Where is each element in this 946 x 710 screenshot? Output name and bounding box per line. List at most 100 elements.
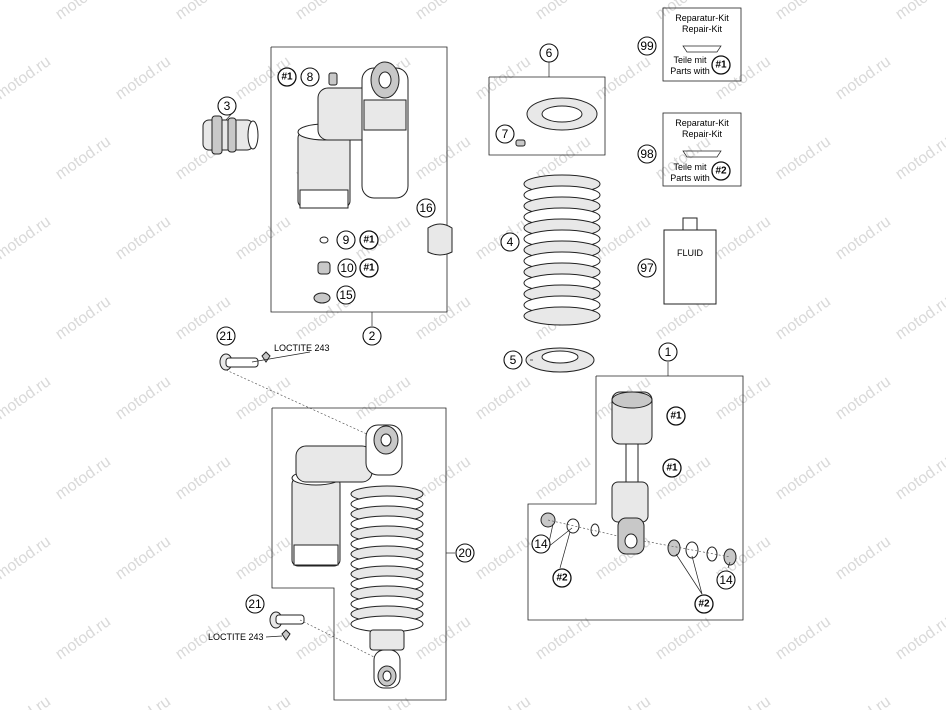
callout-14-right: 14 — [719, 573, 733, 587]
right-bushings — [643, 539, 737, 566]
watermark-text: motod.ru — [233, 693, 294, 710]
callout-14-left-circle — [531, 534, 551, 554]
part-8-bleed-screw — [328, 72, 338, 86]
full-shock-assembly — [291, 424, 424, 689]
watermark-text: motod.ru — [653, 613, 714, 663]
part-reservoir-top — [297, 61, 409, 209]
fluid-label: FLUID — [677, 248, 704, 258]
callout-layer: 1234567891014141516202121979899#1#1#1#1#… — [216, 36, 736, 614]
callout-1-circle — [658, 342, 678, 362]
ref-right-kit-2-circle — [694, 594, 714, 614]
callout-10: 10 — [340, 261, 354, 275]
callout-1: 1 — [665, 345, 672, 359]
watermark-text: motod.ru — [833, 53, 894, 103]
watermark-text: motod.ru — [53, 0, 114, 23]
callout-4: 4 — [507, 235, 514, 249]
watermark-text: motod.ru — [893, 0, 946, 23]
lower-bolt-21: LOCTITE 243 — [208, 611, 305, 642]
watermark-text: motod.ru — [533, 453, 594, 503]
callout-7-circle — [495, 124, 515, 144]
callout-8: 8 — [307, 70, 314, 84]
watermark-text: motod.ru — [0, 373, 54, 423]
watermark-text: motod.ru — [833, 213, 894, 263]
watermark-text: motod.ru — [53, 293, 114, 343]
watermark-text: motod.ru — [473, 373, 534, 423]
callout-9-circle — [336, 230, 356, 250]
kit-1-box: Reparatur-Kit Repair-Kit Teile mit Parts… — [662, 7, 742, 82]
watermark-text: motod.ru — [593, 53, 654, 103]
callout-99-circle — [637, 36, 657, 56]
kit-1-ref: #1 — [715, 60, 727, 71]
ref-9-kit-1: #1 — [363, 235, 375, 246]
watermark-text: motod.ru — [893, 293, 946, 343]
callout-14-right-circle — [716, 570, 736, 590]
callout-3-circle — [217, 96, 237, 116]
kit-2-line3: Teile mit — [673, 162, 707, 172]
callout-5: 5 — [510, 353, 517, 367]
watermark-text: motod.ru — [473, 533, 534, 583]
ref-9-kit-1-circle — [359, 230, 379, 250]
watermark-text: motod.ru — [653, 453, 714, 503]
callout-16-circle — [416, 198, 436, 218]
watermark-text: motod.ru — [593, 213, 654, 263]
callout-97: 97 — [640, 261, 654, 275]
loctite-label-lower: LOCTITE 243 — [208, 632, 264, 642]
part-4-spring — [523, 174, 601, 326]
watermark-text: motod.ru — [773, 453, 834, 503]
kit-2-box: Reparatur-Kit Repair-Kit Teile mit Parts… — [662, 112, 742, 187]
ref-rod-kit-1-circle — [662, 458, 682, 478]
watermark-text: motod.ru — [413, 293, 474, 343]
watermark-text: motod.ru — [353, 373, 414, 423]
damper-piston-rod — [611, 391, 653, 555]
part-16-clip — [427, 223, 453, 256]
ref-8-kit-1-circle — [277, 67, 297, 87]
kit-2-line1: Reparatur-Kit — [675, 118, 729, 128]
watermark-text: motod.ru — [353, 693, 414, 710]
ref-piston-kit-1-circle — [666, 406, 686, 426]
part-15-cap — [313, 292, 331, 304]
watermark-text: motod.ru — [233, 533, 294, 583]
watermark-text: motod.ru — [113, 373, 174, 423]
upper-bolt-21: LOCTITE 243 — [219, 343, 330, 371]
callout-6: 6 — [546, 46, 553, 60]
callout-5-circle — [503, 350, 523, 370]
watermark-text: motod.ru — [113, 213, 174, 263]
callout-9: 9 — [343, 233, 350, 247]
watermark-text: motod.ru — [473, 53, 534, 103]
callout-8-circle — [300, 67, 320, 87]
watermark-text: motod.ru — [0, 213, 54, 263]
callout-21-upper-circle — [216, 326, 236, 346]
callout-2: 2 — [369, 329, 376, 343]
kit-2-line2: Repair-Kit — [682, 129, 723, 139]
watermark-text: motod.ru — [413, 133, 474, 183]
callout-20-circle — [455, 543, 475, 563]
callout-98-circle — [637, 144, 657, 164]
watermark-text: motod.ru — [413, 613, 474, 663]
callout-99: 99 — [640, 39, 654, 53]
spring-coil — [523, 306, 601, 326]
part-10-valve — [317, 261, 331, 275]
callout-21-upper: 21 — [219, 329, 233, 343]
callout-2-circle — [362, 326, 382, 346]
watermark-text: motod.ru — [233, 213, 294, 263]
callout-7: 7 — [502, 127, 509, 141]
watermark-text: motod.ru — [473, 693, 534, 710]
ref-right-kit-2: #2 — [698, 599, 710, 610]
watermark-text: motod.ru — [113, 693, 174, 710]
watermark-text: motod.ru — [833, 373, 894, 423]
watermark-text: motod.ru — [773, 133, 834, 183]
kit-2-line4: Parts with — [670, 173, 710, 183]
watermark-text: motod.ru — [533, 613, 594, 663]
watermark-text: motod.ru — [833, 533, 894, 583]
kit-1-line1: Reparatur-Kit — [675, 13, 729, 23]
callout-15: 15 — [339, 288, 353, 302]
watermark-text: motod.ru — [773, 0, 834, 23]
watermark-text: motod.ru — [113, 533, 174, 583]
watermark-text: motod.ru — [713, 693, 774, 710]
callout-3: 3 — [224, 99, 231, 113]
loctite-label-upper: LOCTITE 243 — [274, 343, 330, 353]
watermark-text: motod.ru — [833, 693, 894, 710]
watermark-text: motod.ru — [893, 453, 946, 503]
watermark-text: motod.ru — [533, 0, 594, 23]
watermark-text: motod.ru — [593, 693, 654, 710]
